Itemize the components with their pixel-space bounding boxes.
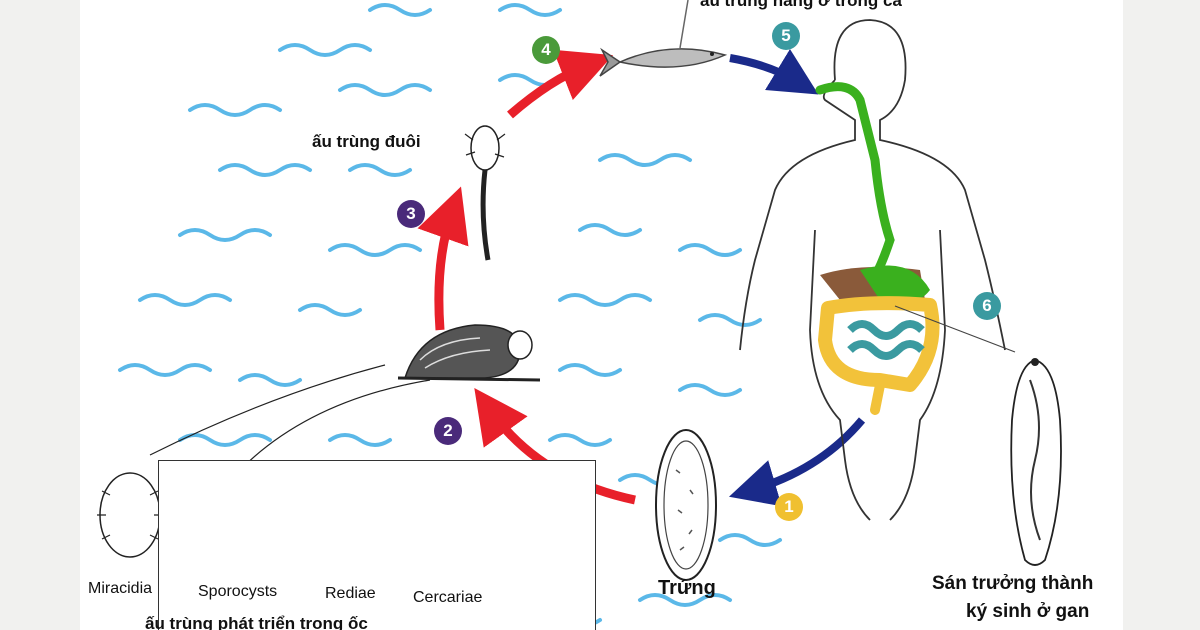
digestive-system bbox=[815, 82, 1016, 415]
inset-caption: ấu trùng phát triển trong ốc bbox=[145, 614, 368, 630]
diagram-panel: ấu trùng nang ở trong cá ấu trùng đuôi T… bbox=[80, 0, 1123, 630]
step-3-badge: 3 bbox=[397, 200, 425, 228]
stage-label-miracidia: Miracidia bbox=[88, 580, 153, 597]
step-4-badge: 4 bbox=[532, 36, 560, 64]
egg-icon bbox=[655, 429, 717, 581]
cercaria-label: ấu trùng đuôi bbox=[312, 132, 421, 151]
stage-label-sporocysts: Sporocysts bbox=[198, 583, 278, 600]
blue-arrows bbox=[728, 49, 866, 507]
step-2-badge: 2 bbox=[434, 417, 462, 445]
human-body-outline bbox=[739, 19, 1006, 521]
step-5-badge: 5 bbox=[772, 22, 800, 50]
eggs-label: Trứng bbox=[658, 577, 716, 599]
inset-box-snail-development bbox=[158, 460, 596, 630]
fish-cyst-label: ấu trùng nang ở trong cá bbox=[700, 0, 902, 10]
step-6-badge: 6 bbox=[973, 292, 1001, 320]
stage-label-cercariae: Cercariae bbox=[413, 589, 483, 606]
fish-icon bbox=[599, 0, 728, 77]
red-arrows bbox=[417, 49, 636, 505]
stage-label-rediae: Rediae bbox=[325, 585, 376, 602]
adult-fluke-icon bbox=[1010, 358, 1062, 566]
step-1-badge: 1 bbox=[775, 493, 803, 521]
cercaria-icon bbox=[464, 125, 506, 261]
adult-label-line2: ký sinh ở gan bbox=[966, 601, 1090, 622]
adult-label-line1: Sán trưởng thành bbox=[932, 573, 1094, 594]
snail-icon bbox=[149, 324, 541, 471]
water-waves bbox=[118, 3, 782, 627]
